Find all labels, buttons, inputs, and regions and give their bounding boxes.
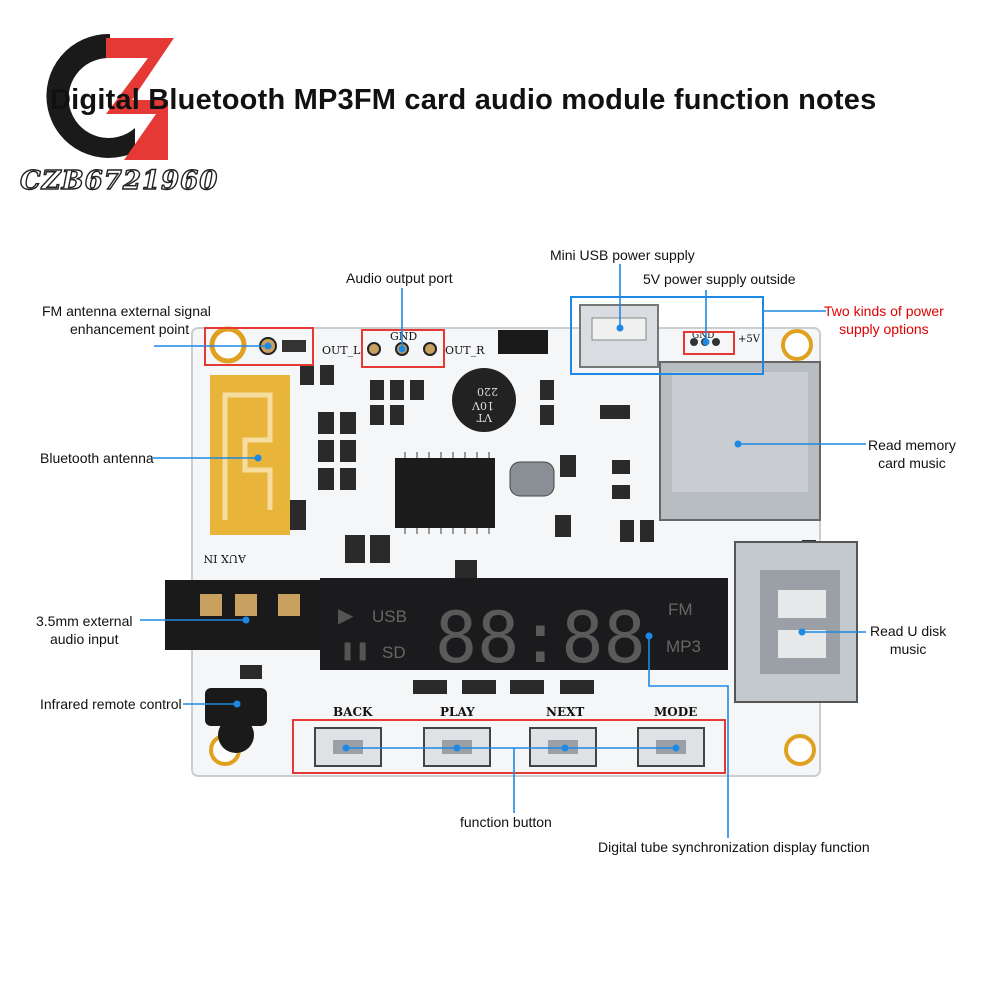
- main-ic: [395, 458, 495, 528]
- label-function-button: function button: [460, 814, 552, 830]
- label-digital-tube: Digital tube synchronization display fun…: [598, 839, 870, 855]
- display-mp3-label: MP3: [666, 637, 701, 656]
- silk-out-l: OUT_L: [322, 344, 361, 357]
- silk-play: PLAY: [440, 705, 475, 719]
- mount-hole: [209, 326, 247, 364]
- silk-back: BACK: [333, 705, 373, 719]
- silk-mode: MODE: [654, 705, 697, 719]
- label-ext-5v: 5V power supply outside: [643, 271, 796, 287]
- silk-gnd-power: GND: [692, 331, 714, 341]
- label-ir-remote: Infrared remote control: [40, 696, 182, 712]
- ext-5v-box: [683, 331, 735, 355]
- display-usb-label: USB: [372, 607, 407, 626]
- display-fm-label: FM: [668, 600, 693, 619]
- silk-next: NEXT: [546, 705, 584, 719]
- logo-c-shape: [46, 33, 135, 158]
- audio-out-box: [361, 329, 445, 368]
- brand-logo: [46, 33, 174, 160]
- label-fm-antenna-line1: FM antenna external signal: [42, 303, 211, 319]
- label-audio-output: Audio output port: [346, 270, 453, 286]
- brand-name: CZB6721960: [19, 165, 219, 196]
- back-button: [314, 727, 382, 767]
- svg-text:❚❚: ❚❚: [340, 640, 370, 661]
- silk-out-r: OUT_R: [445, 344, 485, 357]
- electrolytic-capacitor: [452, 368, 516, 432]
- page-title: Digital Bluetooth MP3FM card audio modul…: [50, 84, 877, 116]
- power-options-box: [570, 296, 764, 375]
- display-digits: 88:88: [435, 597, 646, 679]
- label-u-disk: Read U disk music: [870, 622, 946, 658]
- cap-label-3: VT: [476, 411, 493, 424]
- label-aux-input-line2: audio input: [49, 631, 119, 647]
- diode: [498, 330, 548, 354]
- smd-components: [240, 365, 816, 679]
- silk-5v: +5V: [738, 334, 761, 345]
- label-u-disk-line1: Read U disk: [870, 623, 947, 639]
- label-aux-input: 3.5mm external audio input: [36, 612, 132, 648]
- function-button-box: [292, 719, 726, 774]
- label-fm-antenna: FM antenna external signal enhancement p…: [42, 302, 211, 338]
- crystal: [509, 461, 555, 497]
- bt-antenna-trace: [210, 375, 290, 535]
- label-memory-card-line2: card music: [878, 455, 946, 471]
- label-aux-input-line1: 3.5mm external: [36, 613, 133, 629]
- cap-label-2: 10V: [471, 399, 494, 412]
- label-power-options: Two kinds of power supply options: [824, 302, 944, 338]
- digital-tube-display: [320, 578, 728, 670]
- label-mini-usb: Mini USB power supply: [550, 247, 695, 263]
- label-fm-antenna-line2: enhancement point: [70, 321, 190, 337]
- label-power-options-line1: Two kinds of power: [824, 303, 944, 319]
- function-buttons: [314, 727, 705, 767]
- label-memory-card: Read memory card music: [868, 436, 956, 472]
- silk-aux-in: AUX IN: [203, 552, 247, 565]
- label-bt-antenna: Bluetooth antenna: [40, 450, 154, 466]
- label-u-disk-line2: music: [889, 641, 927, 657]
- mount-hole: [781, 329, 813, 361]
- silk-gnd-audio: GND: [390, 330, 417, 343]
- label-power-options-line2: supply options: [839, 321, 929, 337]
- mount-hole: [784, 734, 816, 766]
- svg-text:▶: ▶: [338, 603, 354, 627]
- label-memory-card-line1: Read memory: [868, 437, 956, 453]
- cap-label-1: 220: [477, 385, 498, 398]
- logo-z-shape: [106, 38, 174, 160]
- display-sd-label: SD: [382, 643, 406, 662]
